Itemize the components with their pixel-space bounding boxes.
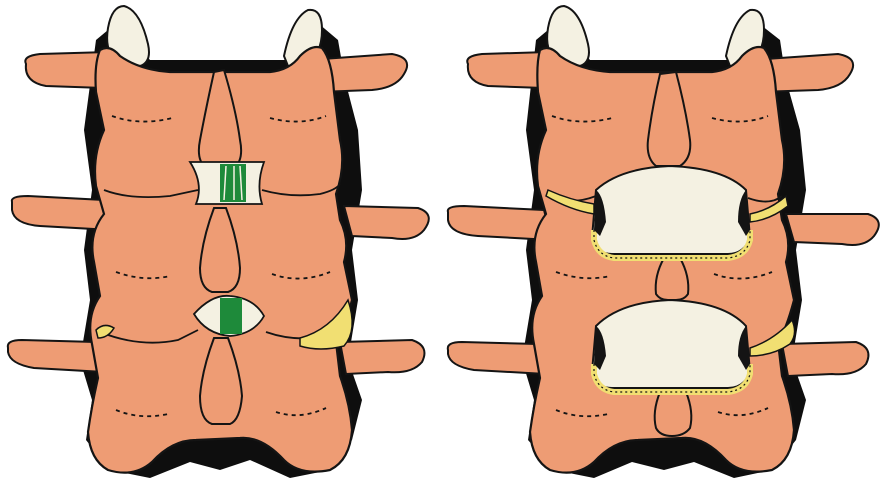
spinous-processes — [199, 70, 242, 424]
interlaminar-space-upper — [190, 162, 264, 204]
transverse-process-right-middle — [344, 206, 429, 239]
ligamentum-flavum-green-lower — [220, 298, 242, 334]
spinous-process-lower — [655, 392, 692, 436]
interlaminar-space-wide-lower — [592, 300, 750, 392]
transverse-process-right-middle — [786, 214, 879, 245]
interlaminar-space-wide-upper — [592, 166, 750, 258]
spinous-process-middle — [656, 258, 689, 300]
transverse-process-right-lower — [340, 340, 424, 374]
transverse-process-right-lower — [782, 342, 868, 376]
